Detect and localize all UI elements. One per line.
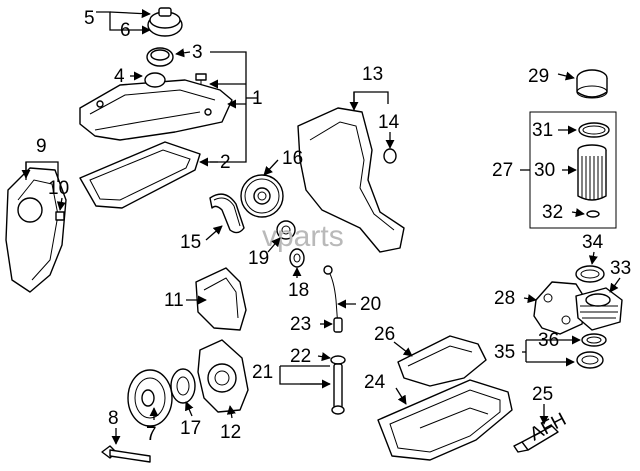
callout-16: 16	[282, 148, 303, 169]
seal-part-34	[575, 265, 605, 283]
sealant-tube-label: AFH	[526, 409, 569, 445]
oil-pan-part	[377, 379, 513, 461]
callout-33: 33	[610, 258, 631, 279]
callout-labels: 5 6 3 4 1 2 9 10 16 15 19 18 13 14 11 20…	[36, 8, 631, 445]
callout-26: 26	[374, 324, 395, 345]
tensioner-roller-part	[289, 248, 305, 268]
callout-7: 7	[146, 424, 157, 445]
oil-filter-housing-part	[533, 281, 587, 335]
callout-31: 31	[532, 120, 553, 141]
dipstick-tube-part	[323, 265, 339, 329]
o-ring-part-32	[586, 210, 600, 218]
gasket-part-35	[576, 351, 604, 369]
callout-3: 3	[192, 42, 203, 63]
seal-part-36	[581, 333, 607, 347]
bolt-part-10	[55, 211, 65, 221]
callout-20: 20	[360, 294, 381, 315]
leader-lines	[21, 9, 621, 445]
callout-2: 2	[220, 152, 231, 173]
bolt-part-8	[101, 445, 151, 463]
oil-pan-baffle-part	[397, 335, 487, 387]
filter-element-part	[577, 144, 607, 201]
callout-30: 30	[534, 160, 555, 181]
oil-filler-cap-part	[147, 7, 183, 37]
oil-pickup-part	[330, 355, 346, 415]
callout-10: 10	[48, 178, 69, 199]
callout-11: 11	[164, 290, 184, 311]
camshaft-sprocket-part	[240, 174, 284, 218]
callout-23: 23	[290, 314, 311, 335]
callout-12: 12	[220, 422, 241, 443]
crank-pulley-part	[127, 369, 173, 427]
callout-17: 17	[180, 418, 201, 439]
callout-25: 25	[532, 384, 553, 405]
callout-5: 5	[84, 8, 95, 29]
o-ring-part-31	[578, 122, 610, 138]
valve-cover-gasket-part	[79, 141, 201, 209]
callout-21: 21	[252, 362, 273, 383]
callout-22: 22	[290, 346, 311, 367]
idler-pulley-part	[276, 220, 296, 240]
callout-15: 15	[180, 232, 201, 253]
seal-housing-part	[197, 339, 249, 413]
valve-cover-part	[79, 72, 233, 141]
oil-filter-cap-part	[576, 69, 608, 99]
callout-8: 8	[108, 408, 119, 429]
timing-cover-lower-part	[195, 267, 247, 331]
callout-35: 35	[494, 342, 515, 363]
callout-9: 9	[36, 136, 47, 157]
callout-1: 1	[252, 88, 263, 109]
callout-32: 32	[542, 202, 563, 223]
oil-cooler-part	[575, 287, 623, 331]
callout-19: 19	[248, 248, 269, 269]
callout-34: 34	[582, 232, 604, 253]
callout-27: 27	[492, 160, 513, 181]
dipstick-clip-part	[333, 317, 343, 333]
callout-18: 18	[288, 280, 309, 301]
filler-seal-part	[146, 47, 174, 67]
callout-28: 28	[494, 288, 515, 309]
callout-4: 4	[114, 66, 125, 87]
belt-tensioner-part	[209, 193, 245, 234]
timing-cover-upper-part	[297, 107, 405, 253]
callout-6: 6	[120, 20, 131, 41]
crank-sprocket-part	[170, 368, 196, 404]
sealant-tube-part: AFH	[513, 409, 570, 453]
callout-29: 29	[528, 66, 549, 87]
callout-24: 24	[364, 372, 386, 393]
plug-part-14	[383, 148, 397, 164]
watermark: vparts	[262, 220, 344, 253]
callout-14: 14	[378, 112, 400, 133]
timing-cover-left-part	[5, 167, 67, 293]
callout-36: 36	[538, 330, 559, 351]
callout-13: 13	[362, 64, 383, 85]
